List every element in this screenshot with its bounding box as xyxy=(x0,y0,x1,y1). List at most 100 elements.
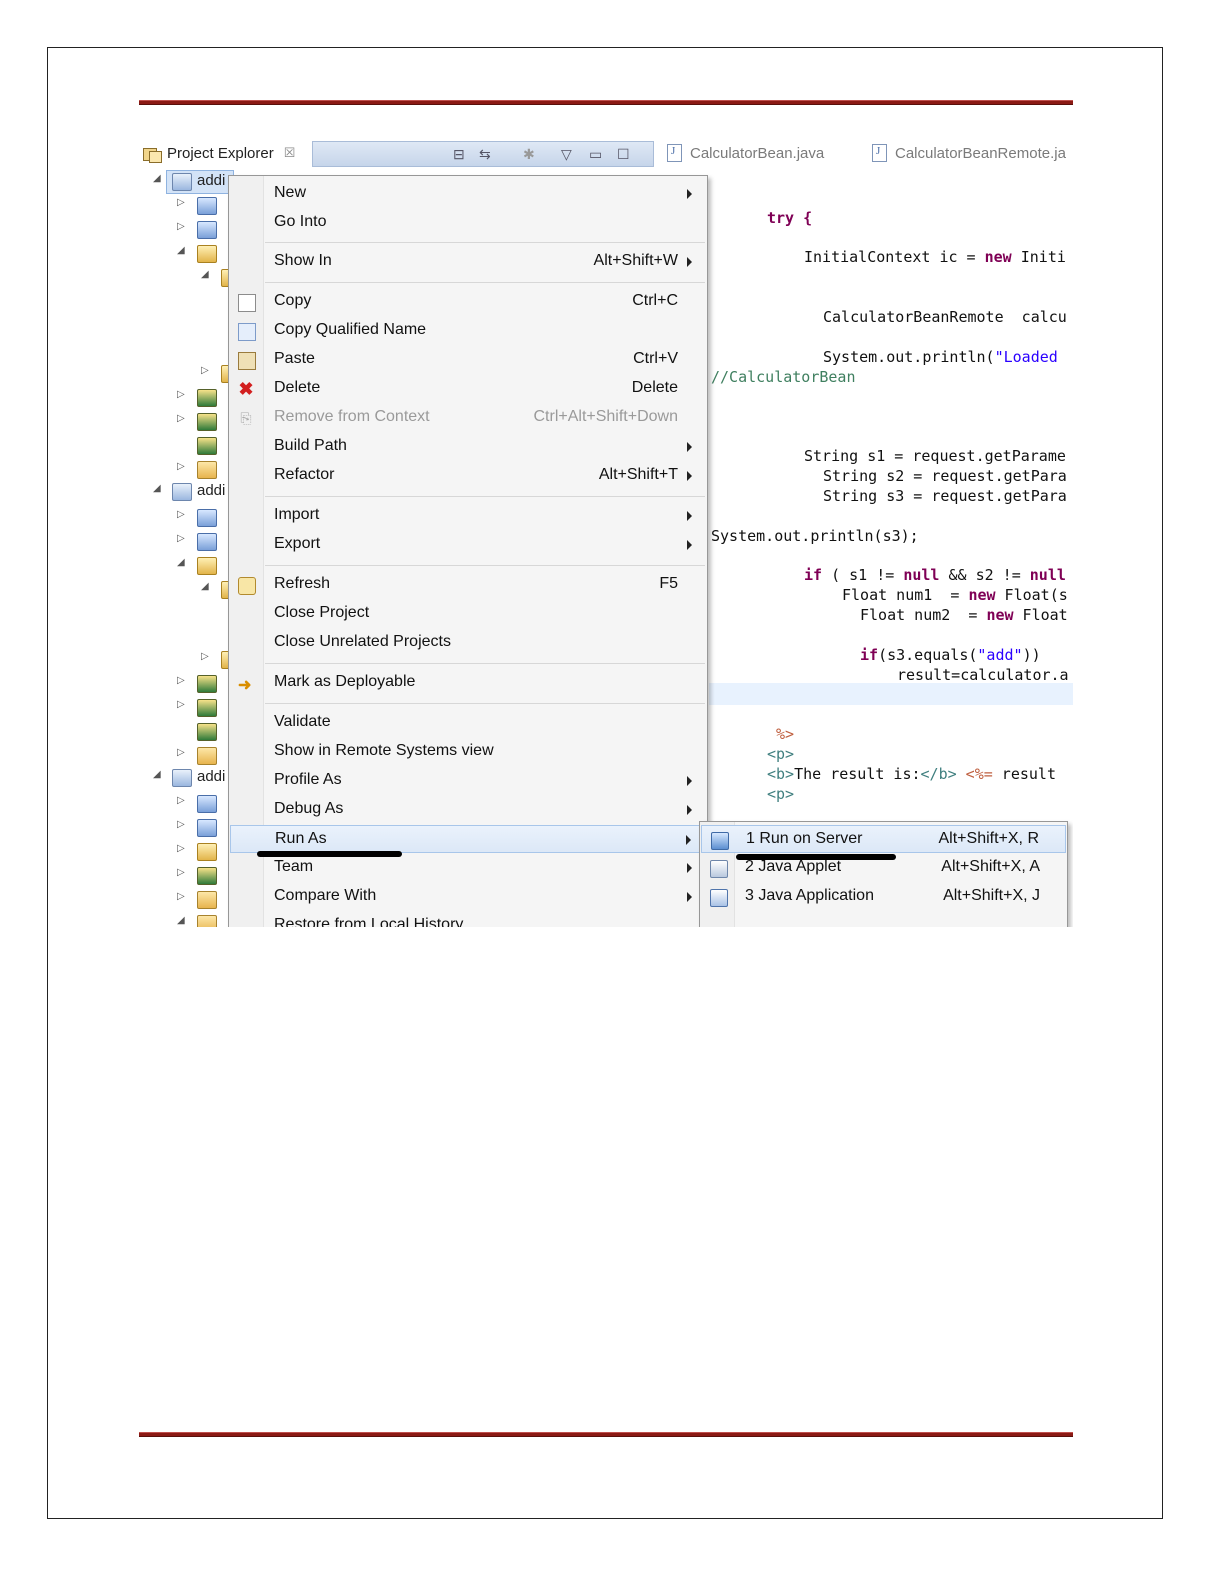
tree-item[interactable]: ▷ xyxy=(139,841,234,863)
tree-item[interactable]: ▷ xyxy=(139,673,234,695)
menu-item-show-in-remote-systems[interactable]: Show in Remote Systems view xyxy=(230,738,706,766)
tree-item[interactable]: ▷ xyxy=(139,793,234,815)
tree-item[interactable] xyxy=(139,721,234,743)
tree-item[interactable]: ▷ xyxy=(139,745,234,767)
menu-item-build-path[interactable]: Build Path xyxy=(230,433,706,461)
collapsed-arrow-icon[interactable]: ▷ xyxy=(201,365,209,376)
menu-item-go-into[interactable]: Go Into xyxy=(230,209,706,237)
tree-item[interactable]: ▷ xyxy=(139,531,234,553)
tree-item[interactable]: ▷ xyxy=(139,507,234,529)
code-line: String s3 = request.getPara xyxy=(823,487,1067,505)
tree-item[interactable]: ◢ xyxy=(139,579,234,601)
collapsed-arrow-icon[interactable]: ▷ xyxy=(177,461,185,472)
filter-icon[interactable]: ✱ xyxy=(523,146,535,162)
tree-item[interactable]: ▷ xyxy=(139,219,234,241)
collapsed-arrow-icon[interactable]: ▷ xyxy=(201,651,209,662)
expanded-arrow-icon[interactable]: ◢ xyxy=(201,269,209,280)
header-rule xyxy=(139,100,1073,105)
menu-item-import[interactable]: Import xyxy=(230,502,706,530)
tree-item-project[interactable]: ◢addi xyxy=(139,481,234,503)
expanded-arrow-icon[interactable]: ◢ xyxy=(177,557,185,568)
tree-item[interactable]: ▷ xyxy=(139,363,234,385)
submenu-arrow-icon xyxy=(687,257,692,267)
link-with-editor-icon[interactable]: ⇆ xyxy=(479,146,491,162)
editor-tab-calculatorbean[interactable]: CalculatorBean.java xyxy=(667,139,824,167)
collapsed-arrow-icon[interactable]: ▷ xyxy=(177,891,185,902)
tree-item[interactable]: ▷ xyxy=(139,387,234,409)
expanded-arrow-icon[interactable]: ◢ xyxy=(153,173,161,184)
tree-item[interactable]: ▷ xyxy=(139,865,234,887)
maximize-icon[interactable]: ☐ xyxy=(617,146,630,162)
tree-item[interactable]: ◢ xyxy=(139,555,234,577)
menu-item-restore-from-local-history[interactable]: Restore from Local History... xyxy=(230,912,706,927)
expanded-arrow-icon[interactable]: ◢ xyxy=(177,245,185,256)
tree-item[interactable]: ▷ xyxy=(139,697,234,719)
close-icon[interactable]: ☒ xyxy=(283,145,296,160)
tree-item[interactable]: ◢ xyxy=(139,243,234,265)
menu-item-run-as[interactable]: Run As xyxy=(230,825,706,853)
expanded-arrow-icon[interactable]: ◢ xyxy=(153,483,161,494)
expanded-arrow-icon[interactable]: ◢ xyxy=(201,581,209,592)
tree-item[interactable]: ▷ xyxy=(139,195,234,217)
tree-item[interactable]: ◢ xyxy=(139,267,234,289)
code-token: new xyxy=(986,606,1014,624)
collapse-all-icon[interactable]: ⊟ xyxy=(453,146,465,162)
menu-item-new[interactable]: New xyxy=(230,180,706,208)
collapsed-arrow-icon[interactable]: ▷ xyxy=(177,221,185,232)
tree-item[interactable]: ▷ xyxy=(139,889,234,911)
collapsed-arrow-icon[interactable]: ▷ xyxy=(177,747,185,758)
menu-separator xyxy=(265,703,705,704)
collapsed-arrow-icon[interactable]: ▷ xyxy=(177,819,185,830)
menu-item-copy-qualified-name[interactable]: Copy Qualified Name xyxy=(230,317,706,345)
menu-item-close-project[interactable]: Close Project xyxy=(230,600,706,628)
collapsed-arrow-icon[interactable]: ▷ xyxy=(177,533,185,544)
submenu-item-shortcut: Alt+Shift+X, R xyxy=(938,830,1040,847)
menu-item-close-unrelated-projects[interactable]: Close Unrelated Projects xyxy=(230,629,706,657)
menu-item-label: Export xyxy=(274,535,321,552)
tree-item[interactable]: ▷ xyxy=(139,817,234,839)
expanded-arrow-icon[interactable]: ◢ xyxy=(153,769,161,780)
tree-item-project[interactable]: ◢addi xyxy=(139,767,234,789)
menu-item-validate[interactable]: Validate xyxy=(230,709,706,737)
editor-tab-calculatorbeanremote[interactable]: CalculatorBeanRemote.ja xyxy=(872,139,1066,167)
collapsed-arrow-icon[interactable]: ▷ xyxy=(177,389,185,400)
view-menu-icon[interactable]: ▽ xyxy=(561,146,572,162)
collapsed-arrow-icon[interactable]: ▷ xyxy=(177,197,185,208)
jax-ws-icon xyxy=(197,533,217,551)
collapsed-arrow-icon[interactable]: ▷ xyxy=(177,699,185,710)
submenu-arrow-icon xyxy=(687,471,692,481)
collapsed-arrow-icon[interactable]: ▷ xyxy=(177,509,185,520)
tree-item[interactable]: ◢ xyxy=(139,913,234,927)
collapsed-arrow-icon[interactable]: ▷ xyxy=(177,843,185,854)
project-explorer-tab[interactable]: Project Explorer ☒ xyxy=(143,139,295,167)
menu-item-compare-with[interactable]: Compare With xyxy=(230,883,706,911)
collapsed-arrow-icon[interactable]: ▷ xyxy=(177,867,185,878)
source-folder-icon xyxy=(197,557,217,575)
menu-item-profile-as[interactable]: Profile As xyxy=(230,767,706,795)
submenu-arrow-icon xyxy=(687,442,692,452)
tree-item[interactable] xyxy=(139,435,234,457)
collapsed-arrow-icon[interactable]: ▷ xyxy=(177,413,185,424)
tree-item[interactable]: ▷ xyxy=(139,649,234,671)
tree-item-project[interactable]: ◢ addi xyxy=(139,170,234,194)
minimize-icon[interactable]: ▭ xyxy=(589,146,603,162)
tree-item[interactable]: ▷ xyxy=(139,459,234,481)
menu-item-mark-as-deployable[interactable]: ➜Mark as Deployable xyxy=(230,669,706,697)
collapsed-arrow-icon[interactable]: ▷ xyxy=(177,795,185,806)
menu-item-debug-as[interactable]: Debug As xyxy=(230,796,706,824)
tree-item[interactable]: ▷ xyxy=(139,411,234,433)
menu-item-export[interactable]: Export xyxy=(230,531,706,559)
collapsed-arrow-icon[interactable]: ▷ xyxy=(177,675,185,686)
expanded-arrow-icon[interactable]: ◢ xyxy=(177,915,185,926)
menu-item-team[interactable]: Team xyxy=(230,854,706,882)
